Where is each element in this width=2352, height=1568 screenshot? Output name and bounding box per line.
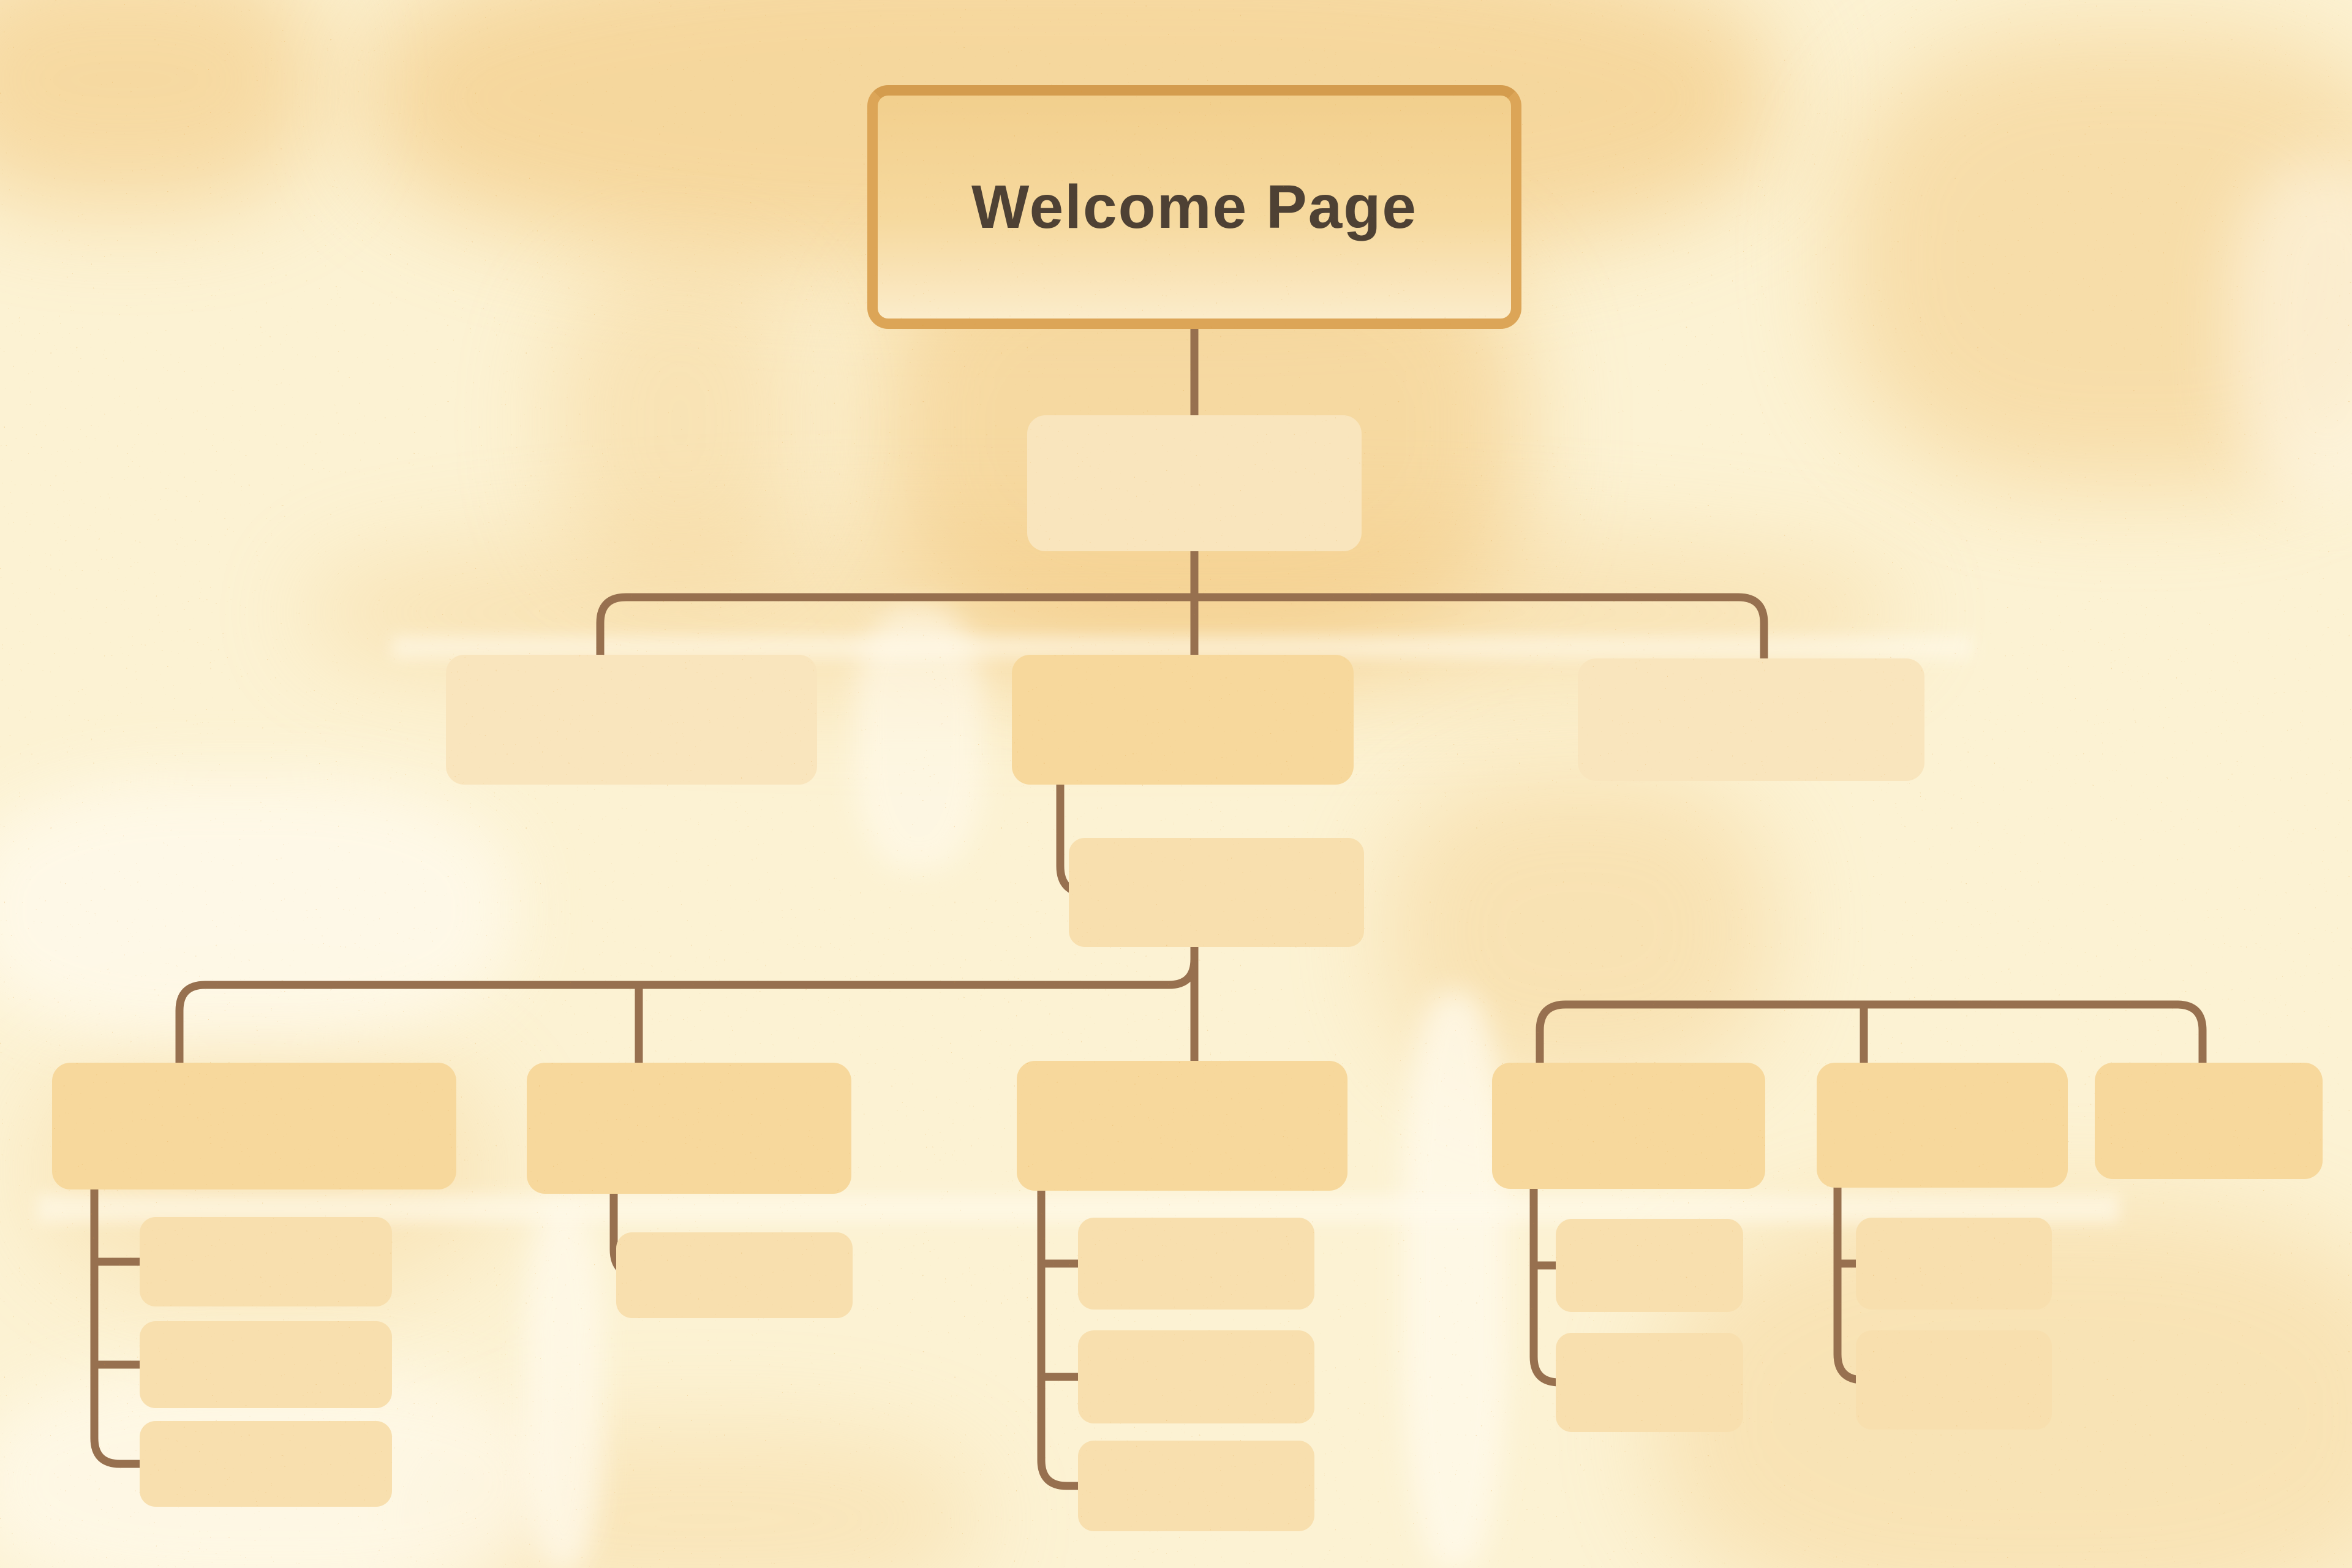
node-a-child-1 [140, 1217, 392, 1306]
node-e-child-1 [1856, 1218, 2052, 1310]
node-branch-left [446, 655, 817, 785]
node-d-child-2 [1556, 1333, 1743, 1432]
welcome-page-label: Welcome Page [971, 172, 1417, 241]
node-a-child-2 [140, 1321, 392, 1408]
node-group-c [1017, 1061, 1348, 1191]
node-d-child-1 [1556, 1219, 1743, 1312]
node-group-b [527, 1063, 851, 1194]
node-center-sub [1069, 838, 1364, 947]
node-a-child-3 [140, 1421, 392, 1507]
node-branch-right [1578, 658, 1924, 781]
node-e-child-2 [1856, 1330, 2052, 1430]
node-branch-center [1012, 655, 1354, 785]
node-group-a [52, 1063, 456, 1189]
node-c-child-3 [1078, 1441, 1314, 1531]
node-c-child-1 [1078, 1218, 1314, 1310]
node-group-e [1817, 1063, 2068, 1188]
node-group-f [2095, 1063, 2323, 1179]
node-level1 [1027, 415, 1362, 551]
node-welcome: Welcome Page [867, 85, 1521, 329]
node-group-d [1492, 1063, 1765, 1189]
node-c-child-2 [1078, 1330, 1314, 1423]
node-b-child-1 [616, 1232, 853, 1318]
